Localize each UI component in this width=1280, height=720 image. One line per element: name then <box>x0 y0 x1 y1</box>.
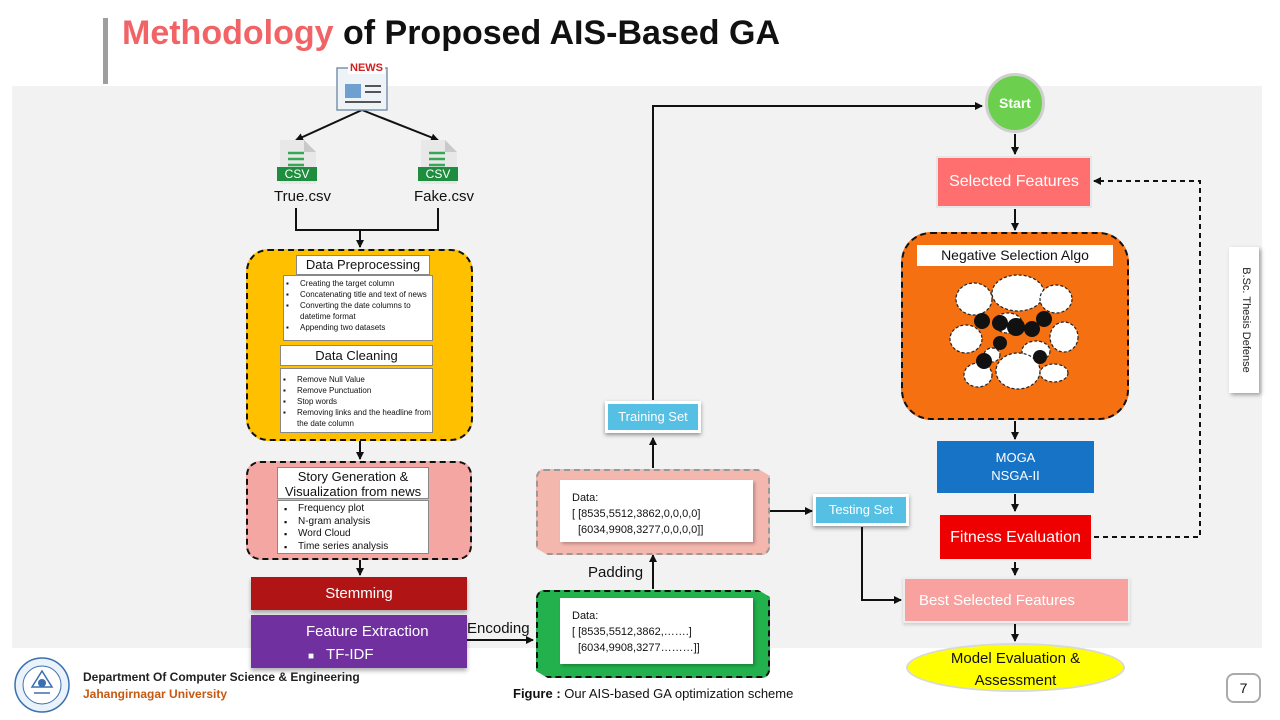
title-rest: of Proposed AIS-Based GA <box>333 14 780 52</box>
story-item: Word Cloud <box>278 528 428 541</box>
preprocessing-item: Creating the target column <box>284 278 432 289</box>
figure-caption: Figure : Our AIS-based GA optimization s… <box>513 686 793 701</box>
caption-prefix: Figure : <box>513 686 561 701</box>
negative-selection-title: Negative Selection Algo <box>917 245 1113 266</box>
padded-data-card: Data: [ [8535,5512,3862,0,0,0,0] [6034,9… <box>560 480 753 542</box>
story-item: Time series analysis <box>278 541 428 554</box>
detector-cells-illustration <box>948 273 1083 398</box>
thesis-defense-tab: B.Sc. Thesis Defense <box>1229 247 1259 393</box>
csv-icon: CSV <box>415 138 461 186</box>
encoded-data-label: Data: <box>572 610 599 622</box>
padded-data-label: Data: <box>572 492 599 504</box>
model-evaluation-line1: Model Evaluation & <box>950 650 1081 667</box>
csv-tag-true: CSV <box>277 167 317 181</box>
fake-csv-label: Fake.csv <box>414 188 475 205</box>
arrow-news-true <box>295 109 363 141</box>
csv-icon: CSV <box>274 138 320 186</box>
padding-label: Padding <box>588 564 644 581</box>
cleaning-item: Stop words <box>281 396 432 407</box>
selected-features-box: Selected Features <box>936 156 1092 208</box>
department-name: Department Of Computer Science & Enginee… <box>83 670 360 684</box>
university-logo <box>12 657 72 713</box>
feature-extraction-title: Feature Extraction <box>306 623 429 640</box>
news-label: NEWS <box>348 62 385 74</box>
preprocessing-item: Appending two datasets <box>284 322 432 333</box>
story-item: N-gram analysis <box>278 516 428 529</box>
start-node: Start <box>985 73 1045 133</box>
title-accent-bar <box>103 18 108 84</box>
title-accent-word: Methodology <box>122 14 334 52</box>
csv-tag-fake: CSV <box>418 167 458 181</box>
encoded-data-row2: [6034,9908,3277………]] <box>578 642 700 654</box>
arrow-testing-to-best <box>861 527 902 604</box>
story-list: Frequency plot N-gram analysis Word Clou… <box>277 500 429 554</box>
best-selected-features-box: Best Selected Features <box>903 577 1130 623</box>
story-title-line1: Story Generation & <box>297 469 409 484</box>
moga-box: MOGA NSGA-II <box>937 441 1094 493</box>
slide-title: Methodology of Proposed AIS-Based GA <box>122 14 780 53</box>
model-evaluation-oval: Model Evaluation & Assessment <box>906 643 1125 692</box>
padded-data-row2: [6034,9908,3277,0,0,0,0]] <box>578 524 704 536</box>
preprocessing-item: Converting the date columns to datetime … <box>284 300 432 322</box>
cleaning-item: Removing links and the headline from the… <box>281 407 432 429</box>
thesis-defense-label: B.Sc. Thesis Defense <box>1240 267 1252 373</box>
moga-label: MOGA <box>995 450 1036 465</box>
encoding-label: Encoding <box>467 620 530 637</box>
true-csv-label: True.csv <box>274 188 331 205</box>
page-number: 7 <box>1226 673 1261 703</box>
arrow-news-fake <box>361 109 439 142</box>
testing-set-label: Testing Set <box>813 494 909 526</box>
model-evaluation-line2: Assessment <box>974 672 1057 689</box>
preprocessing-item: Concatenating title and text of news <box>284 289 432 300</box>
cleaning-list: Remove Null Value Remove Punctuation Sto… <box>280 368 433 433</box>
cleaning-title: Data Cleaning <box>280 345 433 366</box>
story-item: Frequency plot <box>278 503 428 516</box>
university-name: Jahangirnagar University <box>83 687 228 701</box>
story-title: Story Generation & Visualization from ne… <box>277 467 429 499</box>
line-merge-csv <box>295 208 439 231</box>
training-set-label: Training Set <box>605 401 701 433</box>
tfidf-label: TF-IDF <box>326 646 374 663</box>
feature-extraction-box: Feature Extraction ■TF-IDF <box>251 615 467 668</box>
feature-extraction-item: ■TF-IDF <box>308 646 374 663</box>
encoded-data-card: Data: [ [8535,5512,3862,…….] [6034,9908,… <box>560 598 753 664</box>
arrow-training-to-start <box>652 102 983 400</box>
arrow-feedback-loop <box>1093 177 1201 538</box>
cleaning-item: Remove Null Value <box>281 374 432 385</box>
newspaper-icon: NEWS <box>333 62 391 112</box>
caption-text: Our AIS-based GA optimization scheme <box>560 686 794 701</box>
story-title-line2: Visualization from news <box>284 484 422 499</box>
preprocessing-title: Data Preprocessing <box>296 255 430 275</box>
cleaning-item: Remove Punctuation <box>281 385 432 396</box>
nsga-label: NSGA-II <box>991 468 1040 483</box>
padded-data-row1: [ [8535,5512,3862,0,0,0,0] <box>572 508 701 520</box>
encoded-data-row1: [ [8535,5512,3862,…….] <box>572 626 692 638</box>
preprocessing-list: Creating the target column Concatenating… <box>283 275 433 341</box>
fitness-evaluation-box: Fitness Evaluation <box>938 513 1093 561</box>
stemming-box: Stemming <box>251 577 467 610</box>
